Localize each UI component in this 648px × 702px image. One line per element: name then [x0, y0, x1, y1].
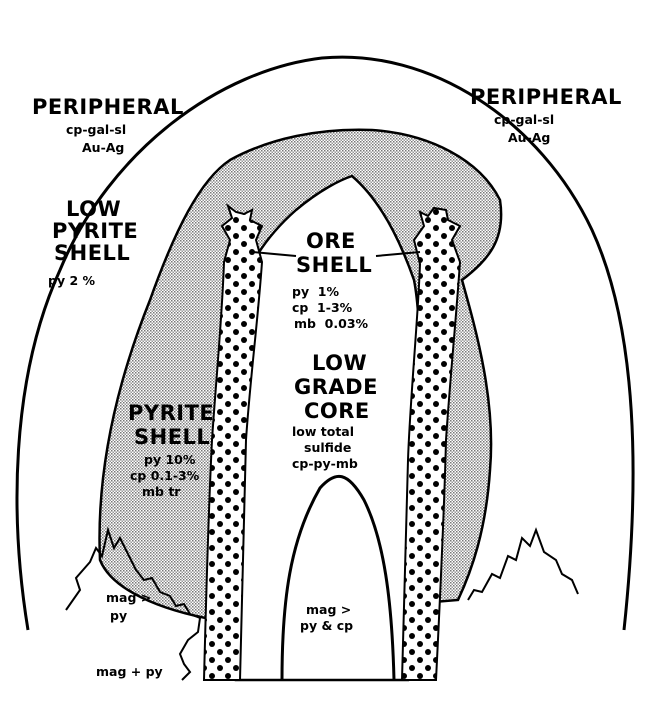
mag-gt-py-l2: py [110, 608, 127, 623]
core-desc-3: cp-py-mb [292, 456, 358, 471]
core-desc-2: sulfide [304, 440, 351, 455]
peripheral-left-title: PERIPHERAL [32, 95, 184, 119]
peripheral-left-metals: Au-Ag [82, 140, 124, 155]
low-pyrite-shell-py: py 2 % [48, 273, 95, 288]
peripheral-right-metals: Au-Ag [508, 130, 550, 145]
inner-mag-l1: mag > [306, 602, 351, 617]
core-l3: CORE [304, 399, 370, 423]
ore-shell-mb: mb 0.03% [294, 316, 369, 331]
peripheral-right-minerals: cp-gal-sl [494, 112, 554, 127]
core-l2: GRADE [294, 375, 378, 399]
core-desc-1: low total [292, 424, 354, 439]
pyrite-shell-l1: PYRITE [128, 401, 214, 425]
ore-shell-py: py 1% [292, 284, 339, 299]
low-pyrite-shell-l1: LOW [66, 197, 121, 221]
mag-gt-py-l1: mag > [106, 590, 151, 605]
low-pyrite-shell-l2: PYRITE [52, 219, 138, 243]
mag-plus-py: mag + py [96, 664, 163, 679]
pyrite-shell-cp: cp 0.1-3% [130, 468, 200, 483]
pyrite-shell-py: py 10% [144, 452, 196, 467]
pyrite-shell-l2: SHELL [134, 425, 210, 449]
pyrite-shell-mb: mb tr [142, 484, 181, 499]
ore-shell-cp: cp 1-3% [292, 300, 353, 315]
peripheral-right-title: PERIPHERAL [470, 85, 622, 109]
inner-mag-l2: py & cp [300, 618, 353, 633]
ore-shell-l2: SHELL [296, 253, 372, 277]
low-pyrite-shell-l3: SHELL [54, 241, 130, 265]
ore-shell-l1: ORE [306, 229, 356, 253]
core-l1: LOW [312, 351, 367, 375]
peripheral-left-minerals: cp-gal-sl [66, 122, 126, 137]
magnetite-zone-right [468, 530, 578, 600]
